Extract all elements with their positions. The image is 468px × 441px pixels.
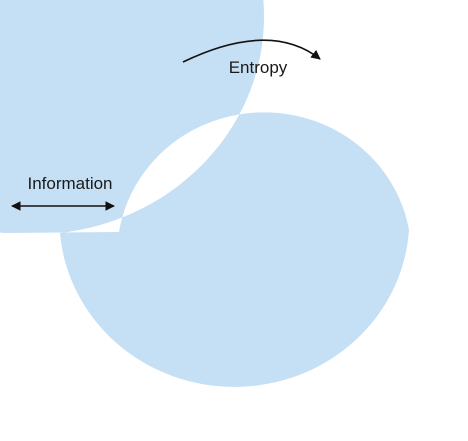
entropy-label: Entropy [229, 58, 288, 77]
spiral-band [0, 0, 409, 387]
entropy-arrow [182, 39, 321, 63]
information-label: Information [27, 174, 112, 193]
